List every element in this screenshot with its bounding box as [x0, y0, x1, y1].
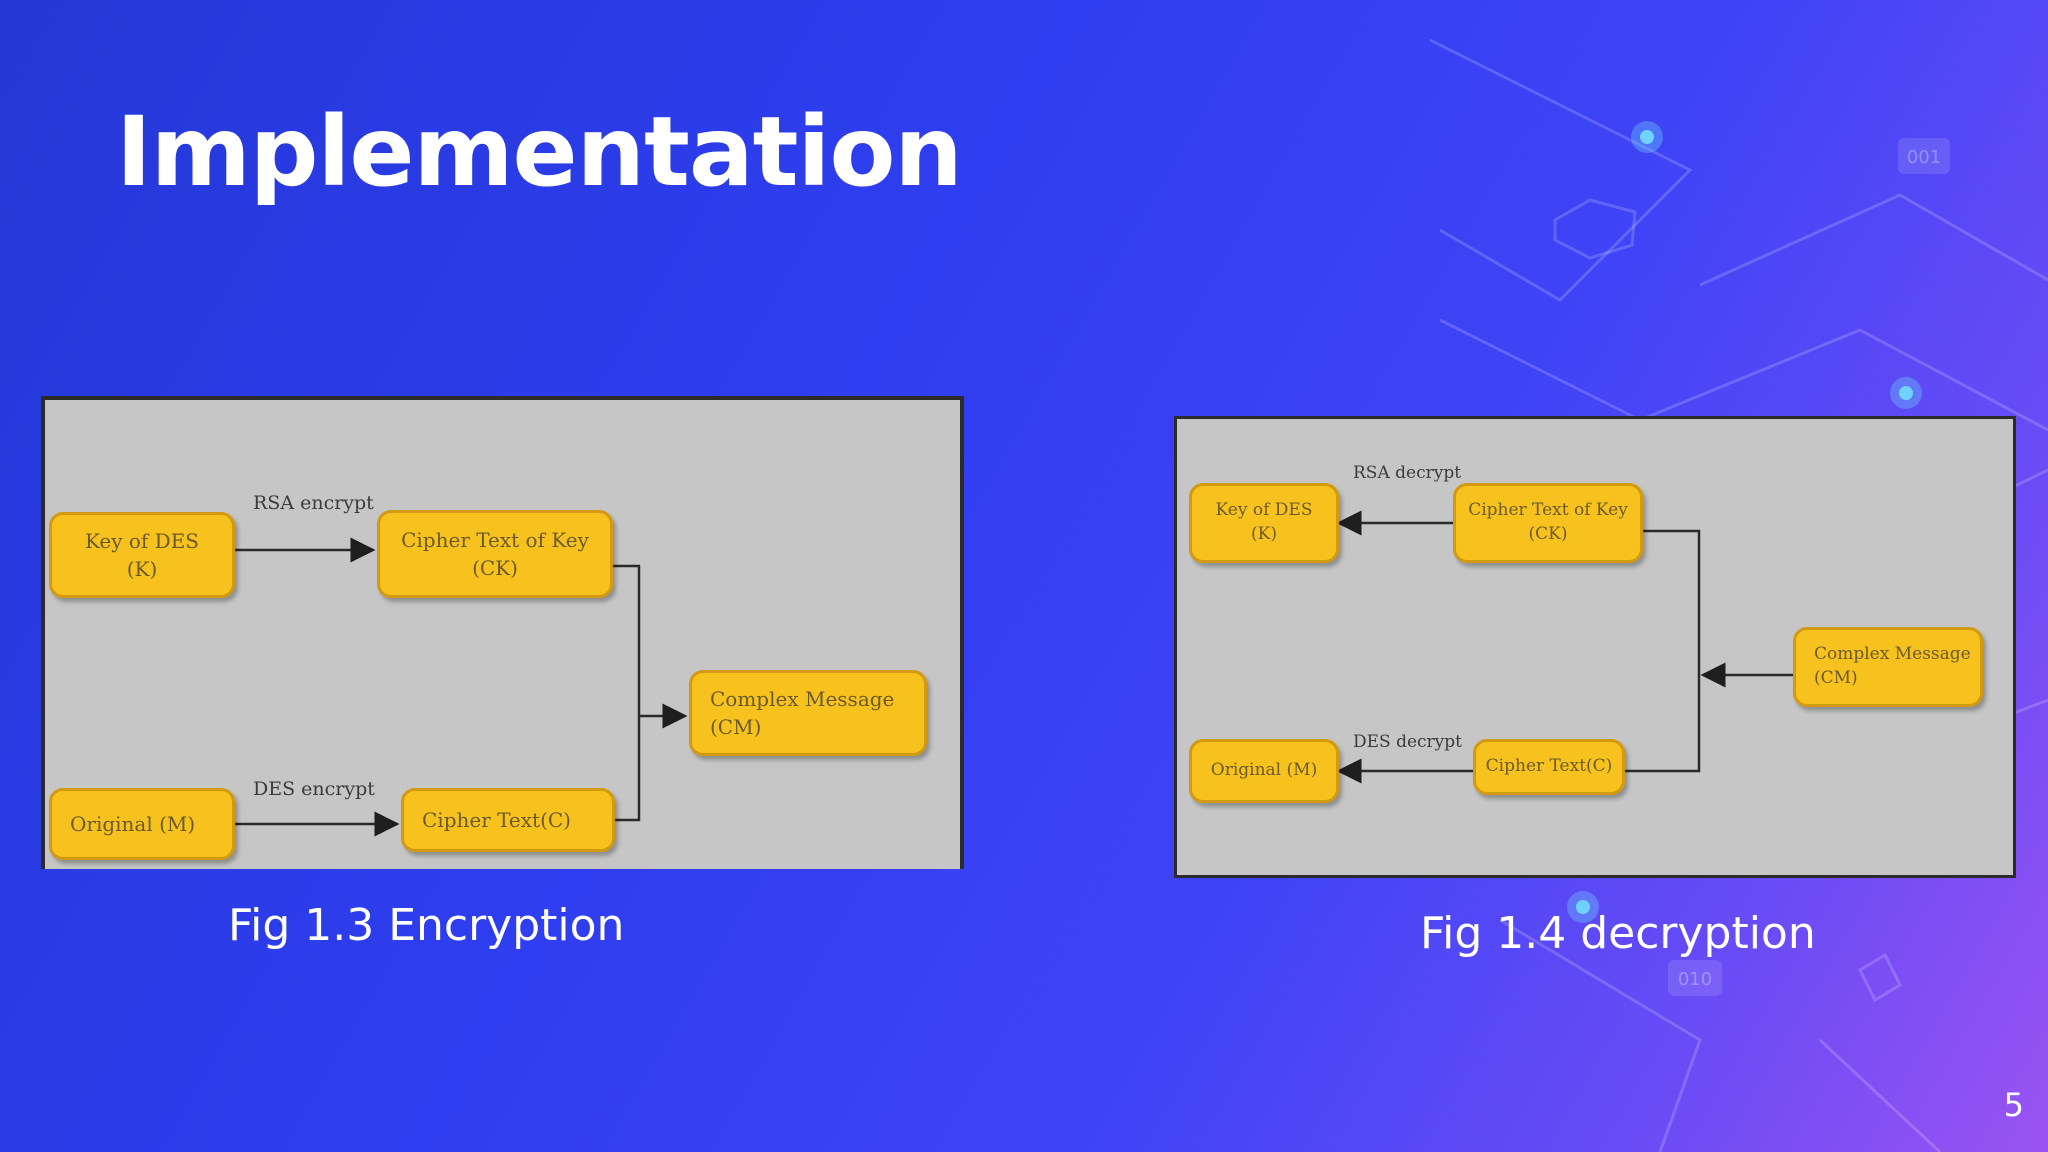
encryption-diagram: Key of DES (K) Cipher Text of Key (CK) C… — [41, 396, 964, 869]
node-cipher-text-of-key-sub: (CK) — [472, 556, 518, 580]
node-complex-message: Complex Message (CM) — [689, 670, 927, 756]
node-cipher-text-of-key: Cipher Text of Key (CK) — [1453, 483, 1643, 563]
node-complex-message-label: Complex Message — [1814, 644, 1971, 665]
node-complex-message: Complex Message (CM) — [1793, 627, 1983, 707]
node-complex-message-sub: (CM) — [710, 715, 762, 739]
deco-label-001: 001 — [1907, 147, 1941, 168]
node-key-of-des: Key of DES (K) — [49, 512, 235, 598]
deco-label-010: 010 — [1678, 969, 1712, 990]
node-original-message-label: Original (M) — [1210, 760, 1318, 781]
node-complex-message-sub: (CM) — [1814, 668, 1858, 688]
node-cipher-text-label: Cipher Text(C) — [422, 808, 571, 832]
node-cipher-text-of-key-sub: (CK) — [1528, 524, 1568, 544]
slide-title: Implementation — [116, 96, 963, 208]
edge-label-rsa-encrypt: RSA encrypt — [253, 492, 374, 514]
node-key-of-des: Key of DES (K) — [1189, 483, 1339, 563]
caption-decryption: Fig 1.4 decryption — [1420, 908, 1816, 959]
node-key-of-des-label: Key of DES — [1215, 500, 1313, 521]
node-key-of-des-sub: (K) — [1251, 524, 1277, 544]
node-key-of-des-sub: (K) — [126, 557, 158, 581]
decryption-diagram: Key of DES (K) Cipher Text of Key (CK) C… — [1174, 416, 2016, 878]
node-cipher-text: Cipher Text(C) — [401, 788, 615, 852]
node-cipher-text-of-key-label: Cipher Text of Key — [401, 528, 589, 552]
node-cipher-text-of-key-label: Cipher Text of Key — [1468, 500, 1628, 521]
caption-encryption: Fig 1.3 Encryption — [228, 900, 625, 951]
edge-label-rsa-decrypt: RSA decrypt — [1353, 463, 1462, 483]
edge-label-des-decrypt: DES decrypt — [1353, 732, 1462, 752]
node-cipher-text: Cipher Text(C) — [1473, 739, 1625, 795]
edge-label-des-encrypt: DES encrypt — [253, 778, 375, 800]
node-key-of-des-label: Key of DES — [84, 529, 200, 553]
node-cipher-text-of-key: Cipher Text of Key (CK) — [377, 510, 613, 598]
node-original-message: Original (M) — [1189, 739, 1339, 803]
encryption-connectors — [235, 537, 688, 837]
node-cipher-text-label: Cipher Text(C) — [1485, 756, 1613, 777]
node-complex-message-label: Complex Message — [710, 687, 895, 711]
page-number: 5 — [2003, 1086, 2024, 1124]
node-original-message-label: Original (M) — [70, 812, 196, 836]
decryption-connectors — [1336, 510, 1795, 784]
node-original-message: Original (M) — [49, 788, 235, 860]
